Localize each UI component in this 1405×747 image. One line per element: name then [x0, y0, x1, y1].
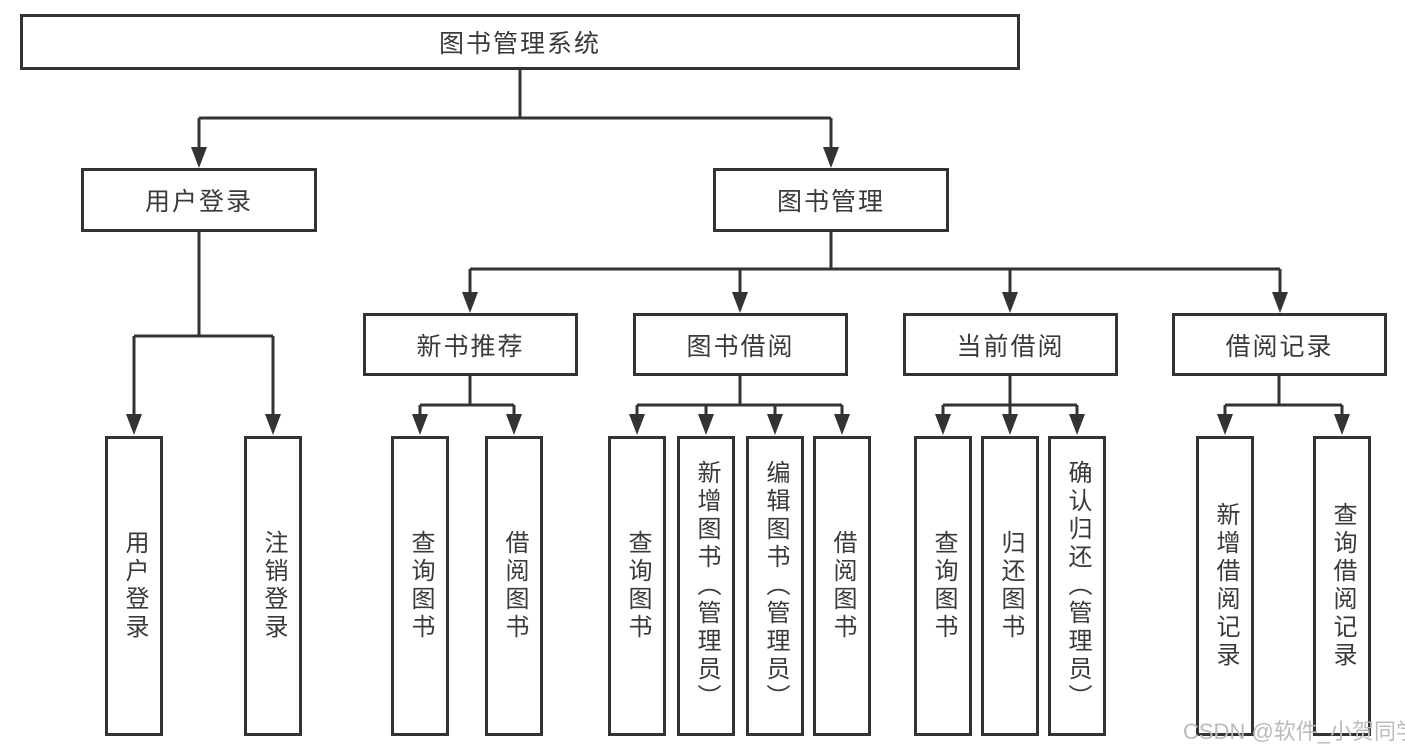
node-current-borrow-label: 当前借阅	[956, 332, 1065, 361]
leaf-borrow-edit-book-label: 编辑图书（管理员）	[762, 460, 789, 712]
leaf-borrow-query: 查询图书	[608, 436, 666, 736]
leaf-newbooks-query: 查询图书	[391, 436, 449, 736]
node-book-management-label: 图书管理	[776, 188, 885, 216]
leaf-borrow-edit-book: 编辑图书（管理员）	[746, 436, 804, 736]
connector-lines	[132, 70, 1344, 418]
leaf-records-query-label: 查询借阅记录	[1329, 502, 1356, 670]
leaf-borrow-query-label: 查询图书	[624, 530, 651, 642]
node-current-borrow: 当前借阅	[903, 313, 1118, 376]
leaf-current-confirm-return: 确认归还（管理员）	[1048, 436, 1106, 736]
leaf-user-login: 用户登录	[105, 436, 163, 736]
arrow-down-icons	[126, 147, 1350, 435]
node-book-borrow: 图书借阅	[633, 313, 848, 376]
leaf-newbooks-borrow: 借阅图书	[485, 436, 543, 736]
leaf-user-login-label: 用户登录	[121, 530, 148, 642]
node-borrow-records-label: 借阅记录	[1225, 332, 1334, 361]
leaf-records-add: 新增借阅记录	[1196, 436, 1254, 736]
node-library-system-label: 图书管理系统	[438, 30, 601, 58]
node-book-borrow-label: 图书借阅	[686, 332, 795, 361]
node-library-system: 图书管理系统	[20, 14, 1020, 70]
leaf-current-return: 归还图书	[981, 436, 1039, 736]
leaf-logout: 注销登录	[244, 436, 302, 736]
leaf-current-query-label: 查询图书	[930, 530, 957, 642]
leaf-newbooks-query-label: 查询图书	[407, 530, 434, 642]
leaf-logout-label: 注销登录	[260, 530, 287, 642]
leaf-current-confirm-return-label: 确认归还（管理员）	[1064, 460, 1091, 712]
leaf-current-query: 查询图书	[914, 436, 972, 736]
csdn-watermark: CSDN @软件_小贺同学	[1183, 719, 1405, 744]
leaf-current-return-label: 归还图书	[997, 530, 1024, 642]
node-borrow-records: 借阅记录	[1172, 313, 1387, 376]
node-new-book-recommend-label: 新书推荐	[416, 332, 525, 361]
leaf-borrow-add-book-label: 新增图书（管理员）	[693, 460, 720, 712]
leaf-records-add-label: 新增借阅记录	[1212, 502, 1239, 670]
node-user-login-label: 用户登录	[144, 188, 253, 216]
node-new-book-recommend: 新书推荐	[363, 313, 578, 376]
node-book-management: 图书管理	[713, 168, 949, 232]
leaf-borrow-add-book: 新增图书（管理员）	[677, 436, 735, 736]
leaf-newbooks-borrow-label: 借阅图书	[501, 530, 528, 642]
leaf-borrow-book: 借阅图书	[813, 436, 871, 736]
leaf-records-query: 查询借阅记录	[1313, 436, 1371, 736]
node-user-login: 用户登录	[81, 168, 317, 232]
leaf-borrow-book-label: 借阅图书	[829, 530, 856, 642]
